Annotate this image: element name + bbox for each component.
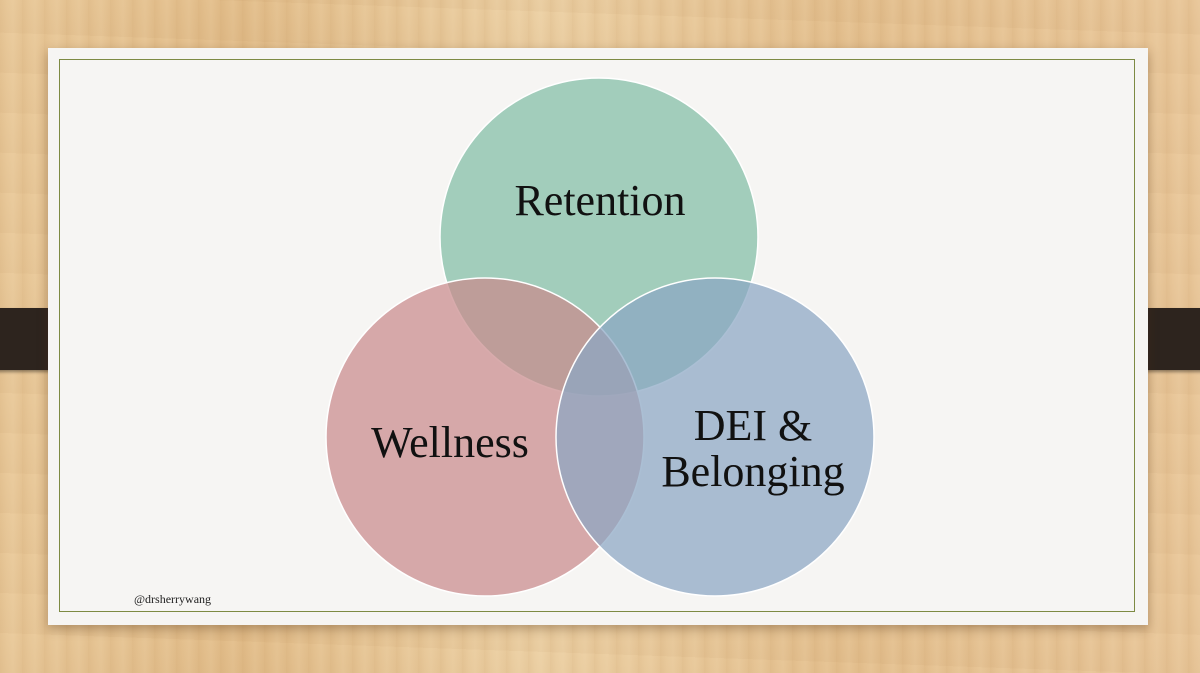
watermark-handle: @drsherrywang	[134, 592, 212, 606]
label-retention: Retention	[514, 176, 686, 225]
label-dei-line1: DEI &	[693, 401, 813, 450]
venn-diagram	[325, 77, 875, 597]
slide-border	[59, 59, 1135, 612]
label-dei-belonging: DEI & Belonging	[603, 401, 903, 497]
venn-circle-dei	[555, 277, 875, 597]
label-wellness: Wellness	[371, 418, 529, 467]
label-dei-line2: Belonging	[661, 447, 845, 497]
slide: Retention Wellness DEI & Belonging @drsh…	[48, 48, 1148, 625]
